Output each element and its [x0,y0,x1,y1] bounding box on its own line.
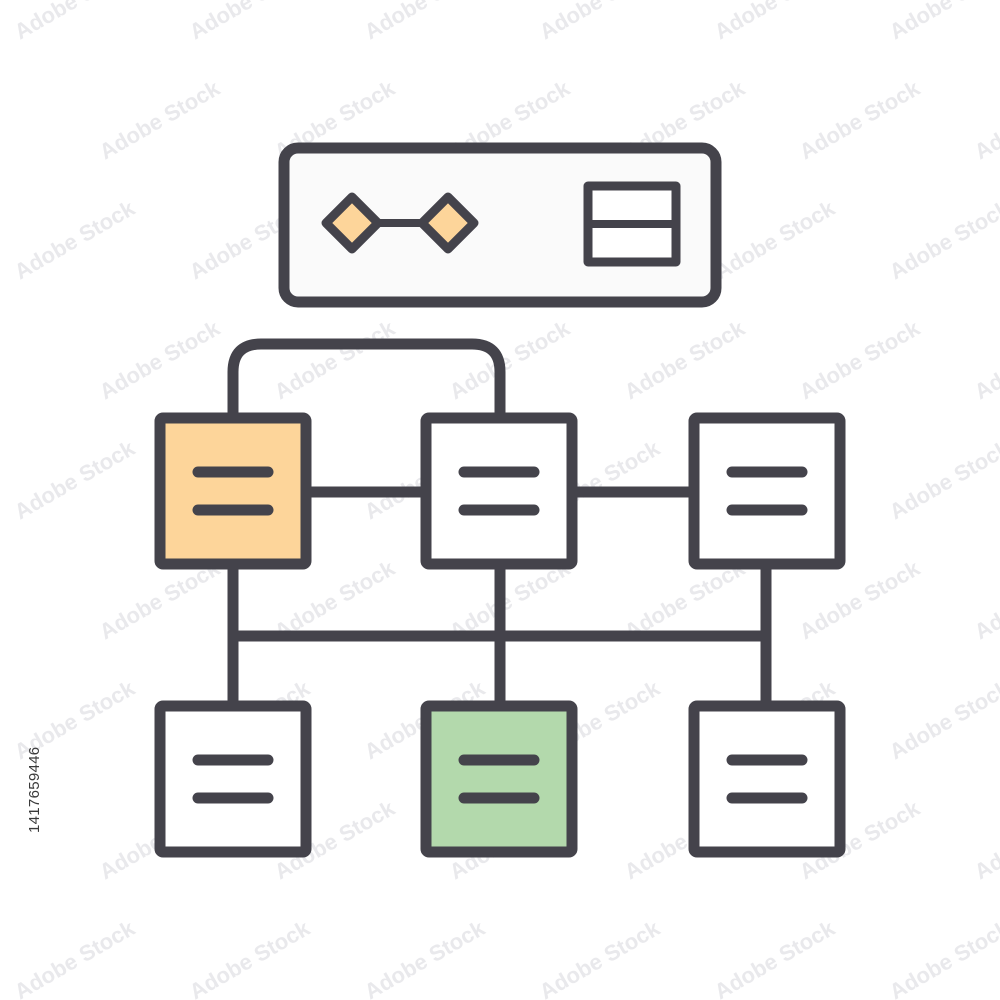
watermark-text: Adobe Stock [360,0,490,44]
node-top-center [420,412,578,570]
watermark-text: Adobe Stock [970,555,1000,644]
menu-lines-icon [458,466,540,516]
node-top-left [154,412,312,570]
watermark-text: Adobe Stock [185,0,315,44]
watermark-text: Adobe Stock [970,315,1000,404]
watermark-text: Adobe Stock [360,915,490,1000]
diamond-left [321,192,383,254]
watermark-text: Adobe Stock [445,315,575,404]
menu-lines-icon [726,466,808,516]
table-grid-icon [583,181,681,267]
watermark-text: Adobe Stock [885,915,1000,1000]
watermark-text: Adobe Stock [710,915,840,1000]
watermark-text: Adobe Stock [710,195,840,284]
watermark-text: Adobe Stock [885,435,1000,524]
watermark-text: Adobe Stock [970,75,1000,164]
watermark-text: Adobe Stock [10,435,140,524]
node-bottom-right-box [688,700,846,858]
watermark-text: Adobe Stock [970,795,1000,884]
menu-lines-icon [192,754,274,804]
node-bottom-left-box [154,700,312,858]
watermark-text: Adobe Stock [10,0,140,44]
connector-top-arch [227,338,506,424]
watermark-text: Adobe Stock [535,0,665,44]
node-bottom-left [154,700,312,858]
watermark-text: Adobe Stock [10,195,140,284]
node-top-left-box [154,412,312,570]
connector-lines [227,338,772,712]
watermark-text: Adobe Stock [885,0,1000,44]
node-top-right-box [688,412,846,570]
node-top-right [688,412,846,570]
watermark-text: Adobe Stock [185,915,315,1000]
menu-lines-icon [458,754,540,804]
watermark-text: Adobe Stock [795,75,925,164]
node-bottom-center-box [420,700,578,858]
watermark-text: Adobe Stock [795,315,925,404]
watermark-text: Adobe Stock [95,75,225,164]
stock-id-label: 1417659446 [26,746,43,834]
node-bottom-center [420,700,578,858]
connected-diamonds-icon [321,192,479,254]
diamond-right [417,192,479,254]
menu-lines-icon [726,754,808,804]
watermark-text: Adobe Stock [885,675,1000,764]
watermark-text: Adobe Stock [95,315,225,404]
node-top-center-box [420,412,578,570]
watermark-text: Adobe Stock [710,0,840,44]
top-panel [278,142,722,308]
menu-lines-icon [192,466,274,516]
watermark-text: Adobe Stock [620,315,750,404]
watermark-text: Adobe Stock [270,315,400,404]
node-bottom-right [688,700,846,858]
node-grid [154,412,846,858]
watermark-text: Adobe Stock [535,915,665,1000]
watermark-text: Adobe Stock [885,195,1000,284]
